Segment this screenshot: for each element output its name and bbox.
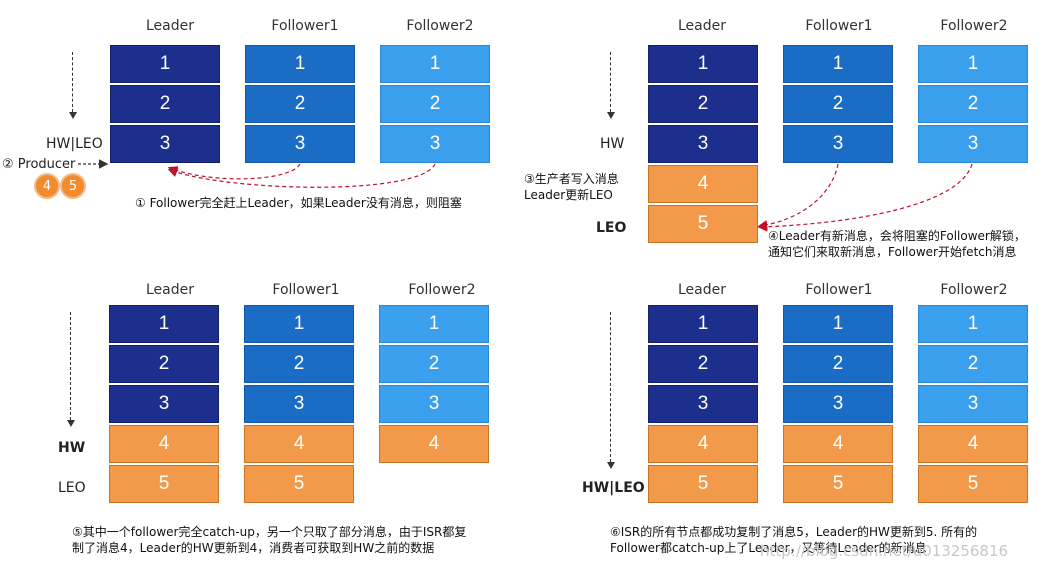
- header-leader: Leader: [145, 18, 194, 34]
- follower2-msg-2: 2: [379, 345, 489, 383]
- leader-msg-1: 1: [110, 45, 220, 83]
- follower1-msg-1: 1: [244, 305, 354, 343]
- leader-msg-5: 5: [648, 465, 758, 503]
- follower1-msg-3: 3: [244, 385, 354, 423]
- follower2-msg-2: 2: [918, 345, 1028, 383]
- hw-marker: HW: [600, 136, 625, 152]
- follower2-msg-2: 2: [380, 85, 490, 123]
- follower2-msg-3: 3: [918, 385, 1028, 423]
- header-follower1: Follower1: [805, 18, 873, 34]
- watermark: http://blog.csdn.net/u013256816: [760, 542, 1009, 560]
- hw-leo-marker: HW|LEO: [46, 136, 103, 152]
- follower2-msg-3: 3: [379, 385, 489, 423]
- follower2-msg-3: 3: [918, 125, 1028, 163]
- step-4-note-line-2: 通知它们来取新消息，Follower开始fetch消息: [768, 245, 1017, 259]
- follower2-msg-1: 1: [379, 305, 489, 343]
- follower1-msg-4: 4: [244, 425, 354, 463]
- leader-msg-1: 1: [648, 45, 758, 83]
- step-5-note-line-2: 制了消息4，Leader的HW更新到4，消费者可获取到HW之前的数据: [72, 541, 435, 555]
- leader-msg-5: 5: [648, 205, 758, 243]
- follower1-msg-2: 2: [245, 85, 355, 123]
- hw-leo-marker: HW|LEO: [582, 480, 645, 496]
- leo-marker: LEO: [596, 220, 627, 236]
- follower2-msg-2: 2: [918, 85, 1028, 123]
- follower1-msg-3: 3: [783, 125, 893, 163]
- producer-label: ② Producer: [2, 157, 76, 172]
- follower2-msg-1: 1: [380, 45, 490, 83]
- leader-msg-1: 1: [109, 305, 219, 343]
- follower2-msg-1: 1: [918, 305, 1028, 343]
- step-6-note-line-1: ⑥ISR的所有节点都成功复制了消息5，Leader的HW更新到5. 所有的: [610, 525, 978, 539]
- header-follower1: Follower1: [271, 18, 339, 34]
- leader-msg-3: 3: [648, 125, 758, 163]
- leader-msg-4: 4: [648, 425, 758, 463]
- header-follower2: Follower2: [406, 18, 474, 34]
- leader-msg-1: 1: [648, 305, 758, 343]
- header-follower2: Follower2: [408, 282, 476, 298]
- leader-msg-5: 5: [109, 465, 219, 503]
- follower1-msg-1: 1: [783, 45, 893, 83]
- follower1-msg-5: 5: [244, 465, 354, 503]
- leader-msg-4: 4: [648, 165, 758, 203]
- follower1-msg-4: 4: [783, 425, 893, 463]
- step-5-note-line-1: ⑤其中一个follower完全catch-up，另一个只取了部分消息，由于ISR…: [72, 525, 467, 539]
- pending-message-badge-4: 4: [34, 173, 60, 199]
- hw-marker: HW: [58, 440, 86, 456]
- follower1-fetch-arrow: [757, 163, 839, 230]
- follower1-msg-3: 3: [245, 125, 355, 163]
- follower1-msg-2: 2: [783, 345, 893, 383]
- offset-axis: [610, 312, 611, 462]
- leader-msg-2: 2: [109, 345, 219, 383]
- step-1-note: ① Follower完全赶上Leader，如果Leader没有消息，则阻塞: [135, 196, 462, 210]
- leader-msg-2: 2: [648, 345, 758, 383]
- header-leader: Leader: [677, 282, 726, 298]
- leo-marker: LEO: [58, 480, 86, 496]
- follower1-msg-2: 2: [783, 85, 893, 123]
- leader-msg-3: 3: [109, 385, 219, 423]
- offset-axis: [70, 312, 71, 420]
- follower2-fetch-arrow: [167, 163, 436, 188]
- leader-msg-3: 3: [648, 385, 758, 423]
- follower2-msg-1: 1: [918, 45, 1028, 83]
- offset-axis: [610, 52, 611, 112]
- leader-msg-4: 4: [109, 425, 219, 463]
- pending-message-badge-5: 5: [60, 173, 86, 199]
- follower1-msg-3: 3: [783, 385, 893, 423]
- header-leader: Leader: [677, 18, 726, 34]
- follower2-msg-4: 4: [379, 425, 489, 463]
- leader-msg-3: 3: [110, 125, 220, 163]
- header-follower1: Follower1: [272, 282, 340, 298]
- follower2-msg-4: 4: [918, 425, 1028, 463]
- follower1-msg-1: 1: [245, 45, 355, 83]
- leader-msg-2: 2: [110, 85, 220, 123]
- offset-axis-arrowhead: [607, 112, 615, 119]
- follower1-msg-1: 1: [783, 305, 893, 343]
- follower1-msg-5: 5: [783, 465, 893, 503]
- header-leader: Leader: [145, 282, 194, 298]
- step-3-note-line-2: Leader更新LEO: [524, 188, 613, 202]
- step-6-note-line-2: Follower都catch-up上了Leader，又等待Leader的新消息: [610, 541, 927, 555]
- leader-msg-2: 2: [648, 85, 758, 123]
- step-4-note-line-1: ④Leader有新消息，会将阻塞的Follower解锁，: [768, 229, 1026, 243]
- header-follower2: Follower2: [940, 282, 1008, 298]
- step-3-note-line-1: ③生产者写入消息: [524, 172, 619, 186]
- follower1-msg-2: 2: [244, 345, 354, 383]
- offset-axis: [72, 52, 73, 112]
- offset-axis-arrowhead: [607, 462, 615, 469]
- header-follower1: Follower1: [805, 282, 873, 298]
- offset-axis-arrowhead: [69, 112, 77, 119]
- follower2-msg-3: 3: [380, 125, 490, 163]
- follower2-fetch-arrow: [757, 163, 973, 232]
- header-follower2: Follower2: [940, 18, 1008, 34]
- follower1-fetch-arrow: [167, 163, 301, 180]
- offset-axis-arrowhead: [67, 420, 75, 427]
- follower2-msg-5: 5: [918, 465, 1028, 503]
